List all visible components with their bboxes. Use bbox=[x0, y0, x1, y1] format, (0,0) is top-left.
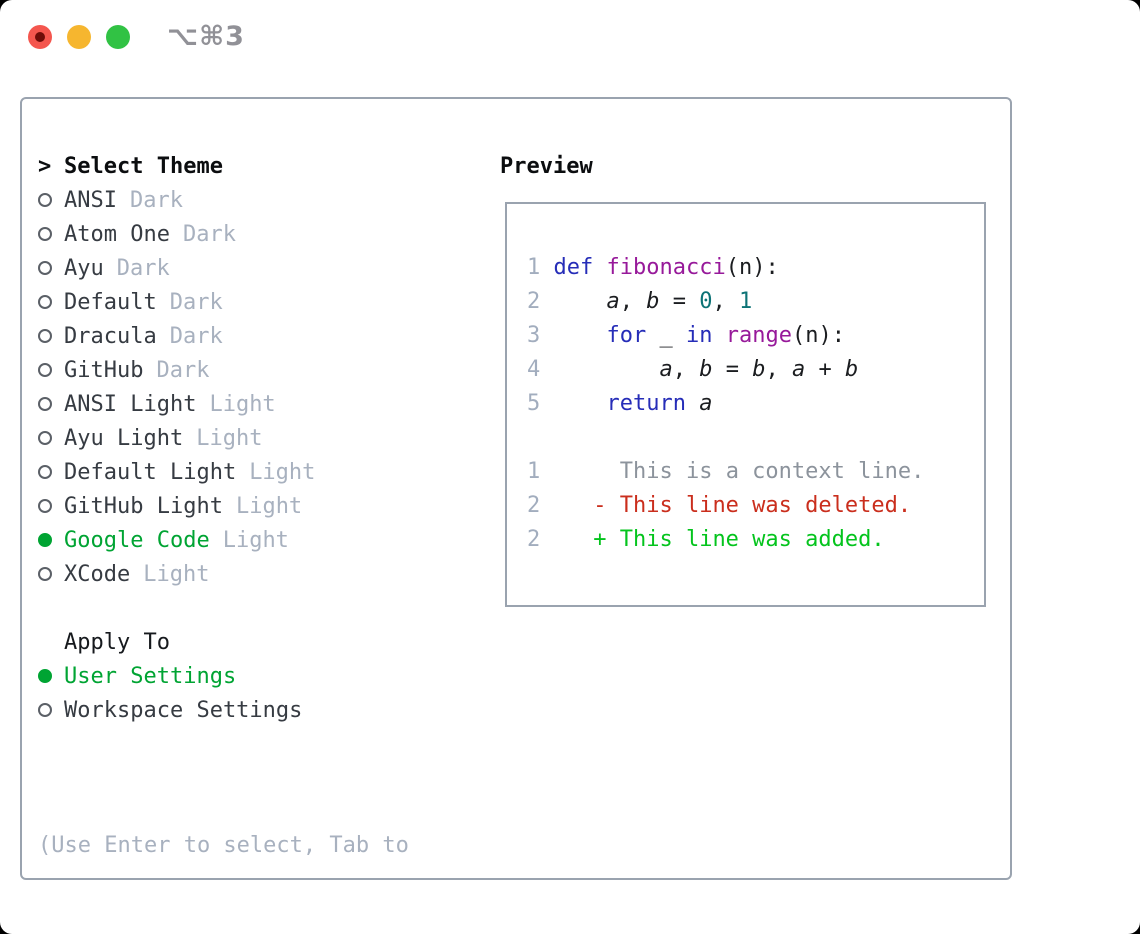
diff-deleted-line: 2 - This line was deleted. bbox=[527, 493, 912, 518]
theme-option-default[interactable]: Default Dark bbox=[38, 285, 315, 319]
theme-variant: Light bbox=[249, 459, 316, 485]
theme-variant: Dark bbox=[116, 255, 170, 281]
apply-option-label: Workspace Settings bbox=[64, 697, 303, 723]
theme-option-default-light[interactable]: Default Light Light bbox=[38, 455, 315, 489]
apply-option-label: User Settings bbox=[64, 663, 237, 689]
theme-option-ansi-light[interactable]: ANSI Light Light bbox=[38, 387, 315, 421]
theme-option-google-code[interactable]: Google Code Light bbox=[38, 523, 315, 557]
radio-icon bbox=[38, 669, 52, 683]
radio-icon bbox=[38, 227, 52, 241]
theme-list-header: > Select Theme bbox=[38, 149, 315, 183]
theme-name: XCode bbox=[64, 561, 131, 587]
radio-icon bbox=[38, 295, 52, 309]
radio-icon bbox=[38, 703, 52, 717]
help-text: (Use Enter to select, Tab to change focu… bbox=[38, 761, 409, 934]
radio-icon bbox=[38, 261, 52, 275]
theme-variant: Dark bbox=[156, 357, 210, 383]
theme-name: Ayu bbox=[64, 255, 104, 281]
zoom-button[interactable] bbox=[106, 25, 130, 49]
theme-option-github-light[interactable]: GitHub Light Light bbox=[38, 489, 315, 523]
diff-added-line: 2 + This line was added. bbox=[527, 527, 885, 552]
theme-name: Google Code bbox=[64, 527, 210, 553]
radio-icon bbox=[38, 533, 52, 547]
theme-option-ayu[interactable]: Ayu Dark bbox=[38, 251, 315, 285]
minimize-button[interactable] bbox=[67, 25, 91, 49]
theme-option-github[interactable]: GitHub Dark bbox=[38, 353, 315, 387]
blank-line bbox=[527, 421, 984, 455]
theme-variant: Dark bbox=[169, 289, 223, 315]
theme-variant: Dark bbox=[182, 221, 236, 247]
theme-name: GitHub Light bbox=[64, 493, 223, 519]
select-theme-heading: Select Theme bbox=[64, 153, 223, 179]
diff-context-line: 1 This is a context line. bbox=[527, 459, 925, 484]
apply-to-header-row: Apply To bbox=[38, 625, 302, 659]
radio-icon bbox=[38, 567, 52, 581]
cursor-icon: > bbox=[38, 153, 52, 179]
apply-option-user-settings[interactable]: User Settings bbox=[38, 659, 302, 693]
theme-name: GitHub bbox=[64, 357, 144, 383]
traffic-lights bbox=[28, 25, 130, 49]
theme-variant: Light bbox=[235, 493, 303, 519]
theme-name: ANSI bbox=[64, 187, 117, 213]
code-line-3: 3 for _ in range(n): bbox=[527, 323, 845, 348]
radio-icon bbox=[38, 397, 52, 411]
unsaved-indicator-icon bbox=[35, 32, 45, 42]
apply-to-heading: Apply To bbox=[64, 629, 170, 655]
theme-option-xcode[interactable]: XCode Light bbox=[38, 557, 315, 591]
radio-icon bbox=[38, 193, 52, 207]
theme-option-ayu-light[interactable]: Ayu Light Light bbox=[38, 421, 315, 455]
code-line-4: 4 a, b = b, a + b bbox=[527, 357, 859, 382]
window-title: ⌥⌘3 bbox=[167, 21, 245, 52]
theme-variant: Light bbox=[196, 425, 263, 451]
code-line-2: 2 a, b = 0, 1 bbox=[527, 289, 753, 314]
theme-name: ANSI Light bbox=[64, 391, 197, 417]
radio-icon bbox=[38, 431, 52, 445]
theme-variant: Light bbox=[209, 391, 276, 417]
close-button[interactable] bbox=[28, 25, 52, 49]
theme-option-dracula[interactable]: Dracula Dark bbox=[38, 319, 315, 353]
radio-icon bbox=[38, 329, 52, 343]
code-line-5: 5 return a bbox=[527, 391, 713, 416]
theme-name: Default Light bbox=[64, 459, 237, 485]
theme-variant: Dark bbox=[169, 323, 223, 349]
theme-option-ansi[interactable]: ANSI Dark bbox=[38, 183, 315, 217]
radio-icon bbox=[38, 499, 52, 513]
radio-icon bbox=[38, 465, 52, 479]
preview-heading: Preview bbox=[500, 153, 593, 179]
radio-icon bbox=[38, 363, 52, 377]
theme-option-atom-one[interactable]: Atom One Dark bbox=[38, 217, 315, 251]
theme-name: Dracula bbox=[64, 323, 157, 349]
theme-name: Default bbox=[64, 289, 157, 315]
theme-name: Atom One bbox=[64, 221, 170, 247]
theme-name: Ayu Light bbox=[64, 425, 184, 451]
theme-variant: Light bbox=[222, 527, 289, 553]
apply-option-workspace-settings[interactable]: Workspace Settings bbox=[38, 693, 302, 727]
code-line-1: 1 def fibonacci(n): bbox=[527, 255, 779, 280]
help-line-1: (Use Enter to select, Tab to bbox=[38, 833, 409, 858]
preview-code: 1 def fibonacci(n): 2 a, b = 0, 1 3 for _ … bbox=[507, 204, 984, 557]
theme-variant: Dark bbox=[129, 187, 183, 213]
theme-variant: Light bbox=[143, 561, 210, 587]
preview-box: 1 def fibonacci(n): 2 a, b = 0, 1 3 for _ … bbox=[505, 202, 986, 607]
